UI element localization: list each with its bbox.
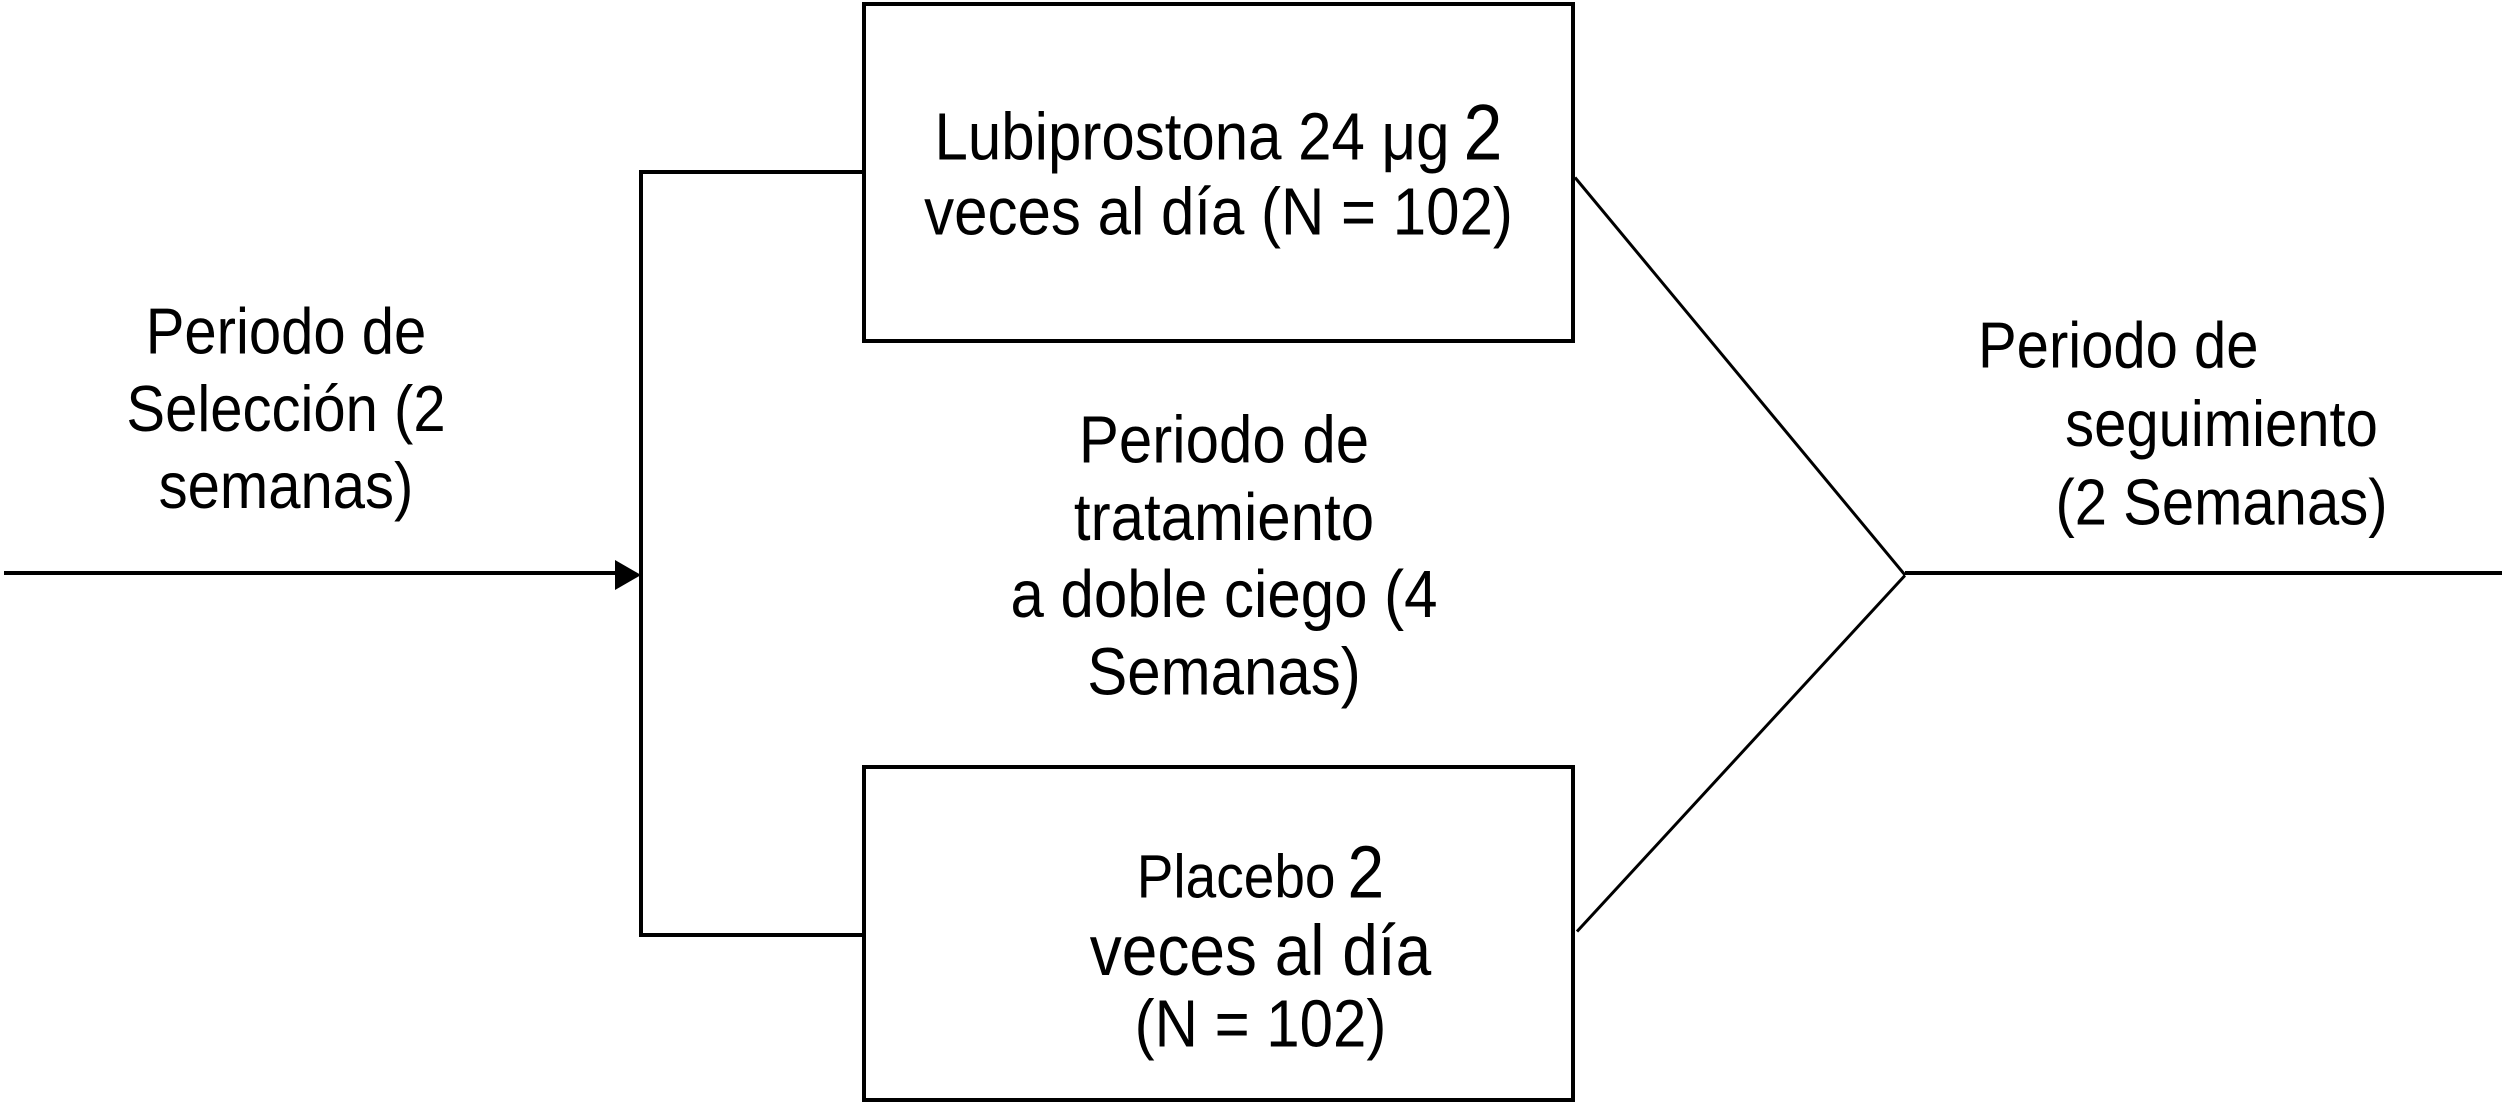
followup-period-label-line3: (2 Semanas) [2055,466,2388,539]
selection-period-label-line3: semanas) [158,449,414,523]
selection-period-label-line2: Selección (2 [126,372,446,446]
treatment-period-label-line2: a doble ciego (4 [1010,556,1438,632]
merge-bottom-diagonal-line [1575,574,1907,933]
treatment-period-label-line3: Semanas) [1087,633,1361,709]
placebo-frequency-number: 2 [1347,829,1385,913]
treatment-period-label-line1: Periodo de tratamiento [1073,402,1375,555]
lubiprostone-dose-text: Lubiprostona 24 μg [934,99,1450,175]
merge-top-diagonal-line [1573,176,1907,577]
placebo-arm-line2: veces al día [1089,909,1432,991]
branch-bottom-connector-line [639,933,866,937]
lubiprostone-frequency-number: 2 [1463,89,1503,177]
followup-period-label-line2: seguimiento [2065,387,2378,461]
lubiprostone-arm-line2: veces al día (N = 102) [924,174,1513,250]
selection-arrow-line [4,571,617,575]
placebo-name-text: Placebo [1136,841,1336,911]
followup-line [1905,571,2502,575]
placebo-arm-line3: (N = 102) [1134,985,1387,1061]
branch-vertical-line [639,172,643,937]
selection-period-label-line1: Periodo de [145,295,427,369]
followup-period-label: Periodo de seguimiento (2 Semanas) [1978,307,2465,542]
right-arrowhead-icon [615,560,641,590]
treatment-period-label: Periodo de tratamiento a doble ciego (4 … [922,401,1526,710]
selection-period-label: Periodo de Selección (2 semanas) [96,293,476,525]
branch-top-connector-line [639,170,866,174]
followup-period-label-line1: Periodo de [1978,309,2259,383]
